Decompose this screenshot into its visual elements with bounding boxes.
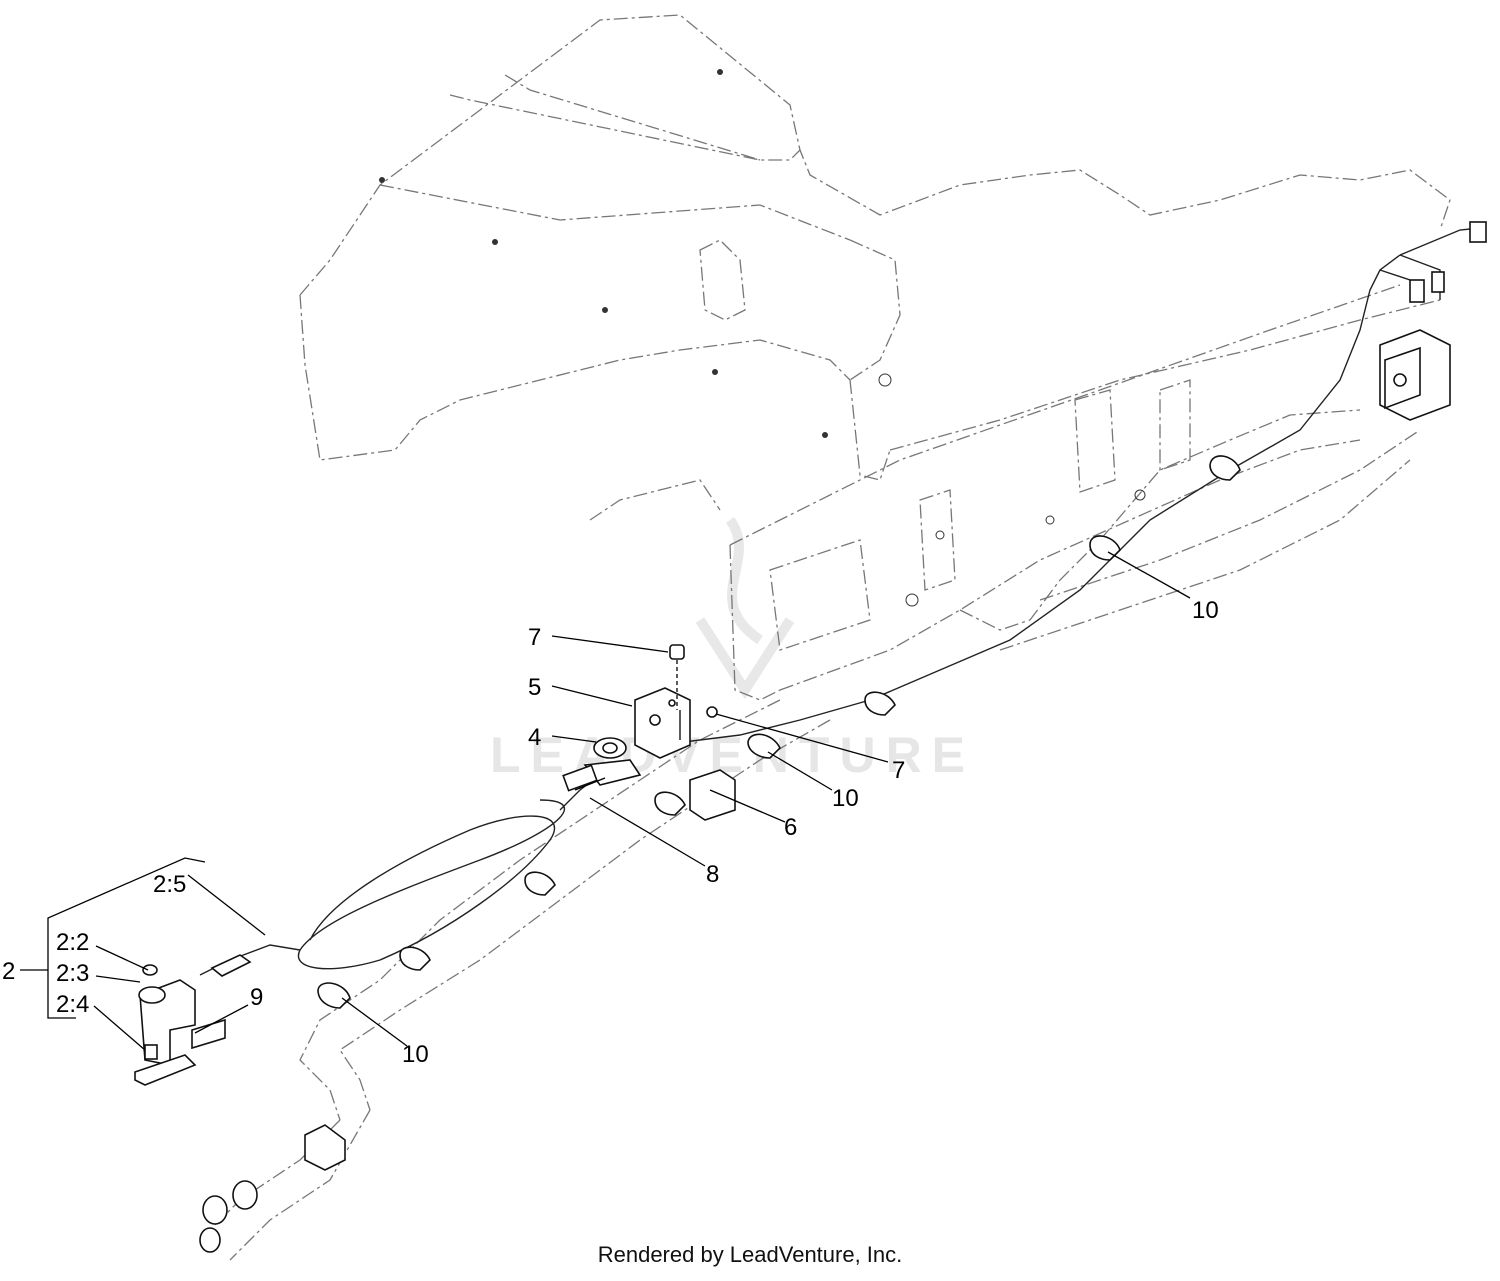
- wire-harness-branch: [1379, 227, 1481, 301]
- clip-block-6: [689, 769, 736, 821]
- footer-credit: Rendered by LeadVenture, Inc.: [598, 1242, 903, 1267]
- callout-labels: 7 5 4 10 7 10 6 8 10 9 2:5 2:2 2:3 2:4 2: [2, 597, 1219, 1068]
- callout-5: 5: [528, 674, 541, 701]
- bracket-5: [634, 687, 691, 759]
- pin-8: [574, 777, 606, 791]
- callout-2-3: 2:3: [56, 960, 89, 987]
- callout-7-upper: 7: [528, 624, 541, 651]
- callout-2-2: 2:2: [56, 929, 89, 956]
- decal-9: [191, 1018, 226, 1050]
- callout-10-upper: 10: [1192, 597, 1219, 624]
- nut-7-upper: [669, 644, 685, 710]
- callout-9: 9: [250, 984, 263, 1011]
- callout-2-5: 2:5: [153, 871, 186, 898]
- callout-leaders: [20, 551, 1191, 1051]
- switch-4: [562, 737, 642, 792]
- hydraulic-fittings: [199, 1124, 346, 1253]
- cable-loop: [297, 759, 631, 970]
- nut-7-lower: [706, 706, 718, 718]
- watermark-logo-icon: [695, 517, 795, 700]
- callout-2: 2: [2, 958, 15, 985]
- machine-body-outline: [199, 14, 1451, 1261]
- mounting-holes: [379, 69, 1146, 607]
- callout-10-middle: 10: [832, 785, 859, 812]
- valve-block: [1379, 221, 1487, 421]
- wire-harness: [659, 254, 1401, 746]
- callout-10-lower: 10: [402, 1041, 429, 1068]
- callout-6: 6: [784, 814, 797, 841]
- callout-8: 8: [706, 861, 719, 888]
- callout-2-4: 2:4: [56, 991, 89, 1018]
- callout-4: 4: [528, 724, 541, 751]
- callout-7-lower: 7: [892, 757, 905, 784]
- sensor-assembly-2: [134, 954, 252, 1086]
